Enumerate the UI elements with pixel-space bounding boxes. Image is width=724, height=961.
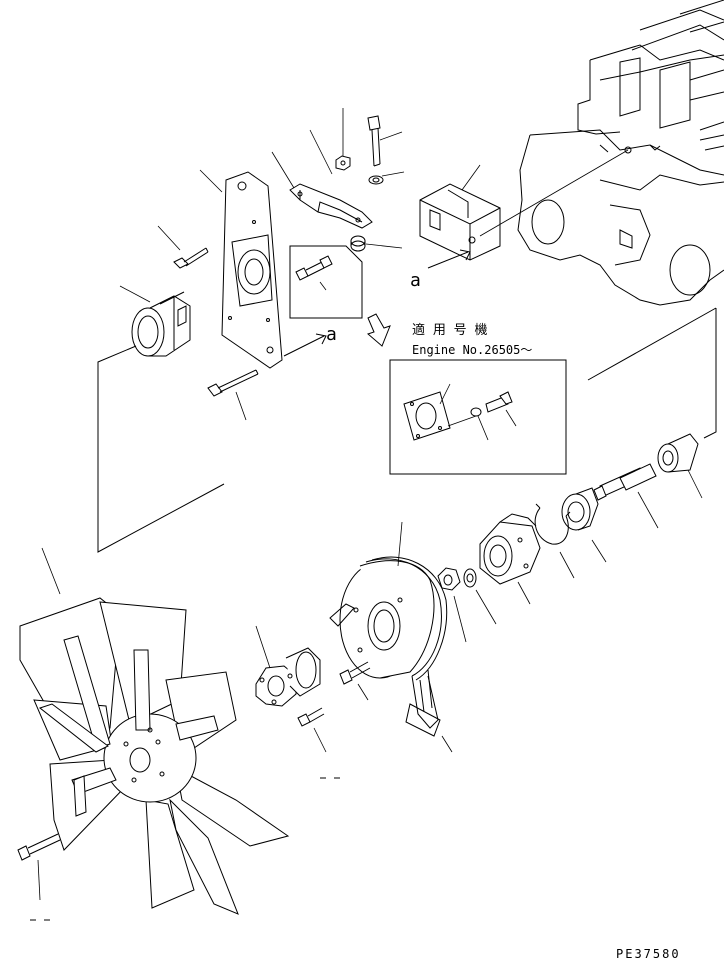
hollow-arrow [367,313,391,347]
ball-bearing [561,487,607,563]
fan-hub [255,625,321,707]
applicable-note-jp: 適 用 号 機 [412,322,487,338]
plate-bolt-upper [157,225,209,269]
pulley-leader-box [587,307,717,439]
engine-block [517,0,724,306]
fan-pulley [329,521,453,753]
fan-hub-bolt [297,707,327,753]
ref-a-label-1: a [326,324,337,345]
fan-spacer [119,285,191,357]
mounting-bracket [419,149,629,261]
fan-bolt [17,833,61,901]
plate-bolt-lower [207,369,259,421]
strap-bracket [271,129,373,229]
top-bolt [367,115,403,167]
fan-leader-box [97,345,225,553]
callout-arrow-1 [283,333,327,357]
drawing-code: PE37580 [616,947,681,961]
bolt-group-box [289,245,363,319]
spacer-collar [350,235,403,252]
clutch-hub [479,513,541,605]
top-washer [368,171,405,185]
pulley-bolt [339,661,371,701]
ref-a-label-2: a [410,270,421,291]
top-nut [335,108,351,171]
hub-washer [463,568,497,625]
snap-ring [534,503,575,579]
hub-nut [437,567,467,643]
callout-arrow-2 [427,249,471,269]
shaft-bearing [593,433,703,529]
engine-plate [199,169,283,369]
inset-box [389,359,567,475]
engine-number-note: Engine No.26505～ [412,343,532,357]
cooling-fan [19,547,290,915]
